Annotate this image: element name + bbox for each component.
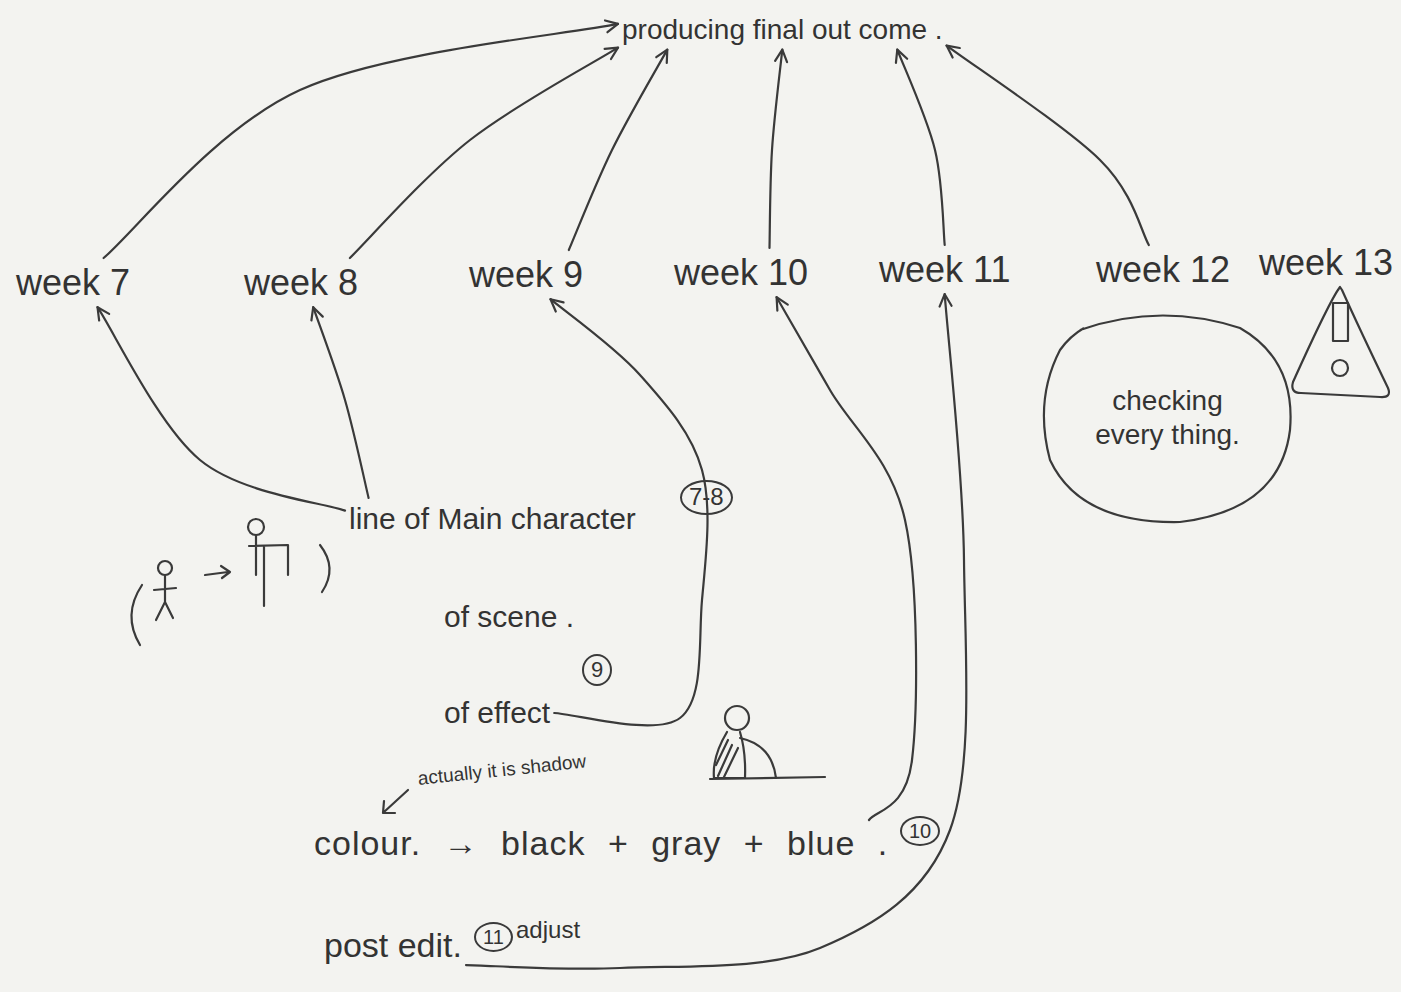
task-text: line of Main character <box>345 498 640 540</box>
stick-figure-sketch <box>131 519 329 645</box>
week-label: week 10 <box>670 248 812 297</box>
task-text: of scene . <box>440 596 578 638</box>
week-label: week 8 <box>240 258 362 307</box>
arrow-connector <box>770 50 783 248</box>
node-text: week 13 <box>1259 241 1393 284</box>
week-label: week 13 <box>1255 238 1397 287</box>
week-label: week 11 <box>875 245 1014 294</box>
week-label: week 12 <box>1092 245 1234 294</box>
node-text: of effect <box>444 695 550 731</box>
task-text: colour. → black + gray + blue . <box>310 820 892 867</box>
node-text: checking every thing. <box>1080 384 1255 451</box>
node-text: colour. → black + gray + blue . <box>314 823 888 864</box>
callout-number: 7-8 <box>680 480 733 515</box>
task-text: post edit. <box>320 922 466 969</box>
arrow-connector <box>897 50 944 245</box>
node-text: line of Main character <box>349 501 636 537</box>
arrow-connector <box>777 297 916 820</box>
arrow-connector <box>569 50 668 250</box>
callout-number: 10 <box>900 816 940 846</box>
leader-arrow <box>383 790 408 813</box>
shadow-figure-sketch <box>710 706 825 779</box>
node-text: of scene . <box>444 599 574 635</box>
node-text: week 7 <box>16 261 130 304</box>
week-label: week 9 <box>465 250 587 299</box>
arrow-connector <box>947 46 1149 245</box>
node-text: producing final out come . <box>622 13 943 47</box>
arrow-connector <box>104 24 618 258</box>
warning-symbol <box>1292 287 1389 397</box>
task-text: of effect <box>440 692 554 734</box>
node-text: week 12 <box>1096 248 1230 291</box>
week-label: week 7 <box>12 258 134 307</box>
note-text: actually it is shadow <box>417 750 587 790</box>
arrow-connector <box>98 307 346 510</box>
arrow-connector <box>313 307 368 498</box>
node-text: post edit. <box>324 925 462 966</box>
callout-number: 11 <box>474 922 513 952</box>
node-text: week 8 <box>244 261 358 304</box>
node-text: week 9 <box>469 253 583 296</box>
node-text: week 10 <box>674 251 808 294</box>
outcome-text: producing final out come . <box>618 10 947 50</box>
circle-outline <box>1040 310 1295 525</box>
node-text: week 11 <box>879 248 1010 291</box>
check-circle: checking every thing. <box>1040 310 1295 525</box>
callout-number: 9 <box>582 654 612 686</box>
note-text: adjust <box>516 916 580 945</box>
